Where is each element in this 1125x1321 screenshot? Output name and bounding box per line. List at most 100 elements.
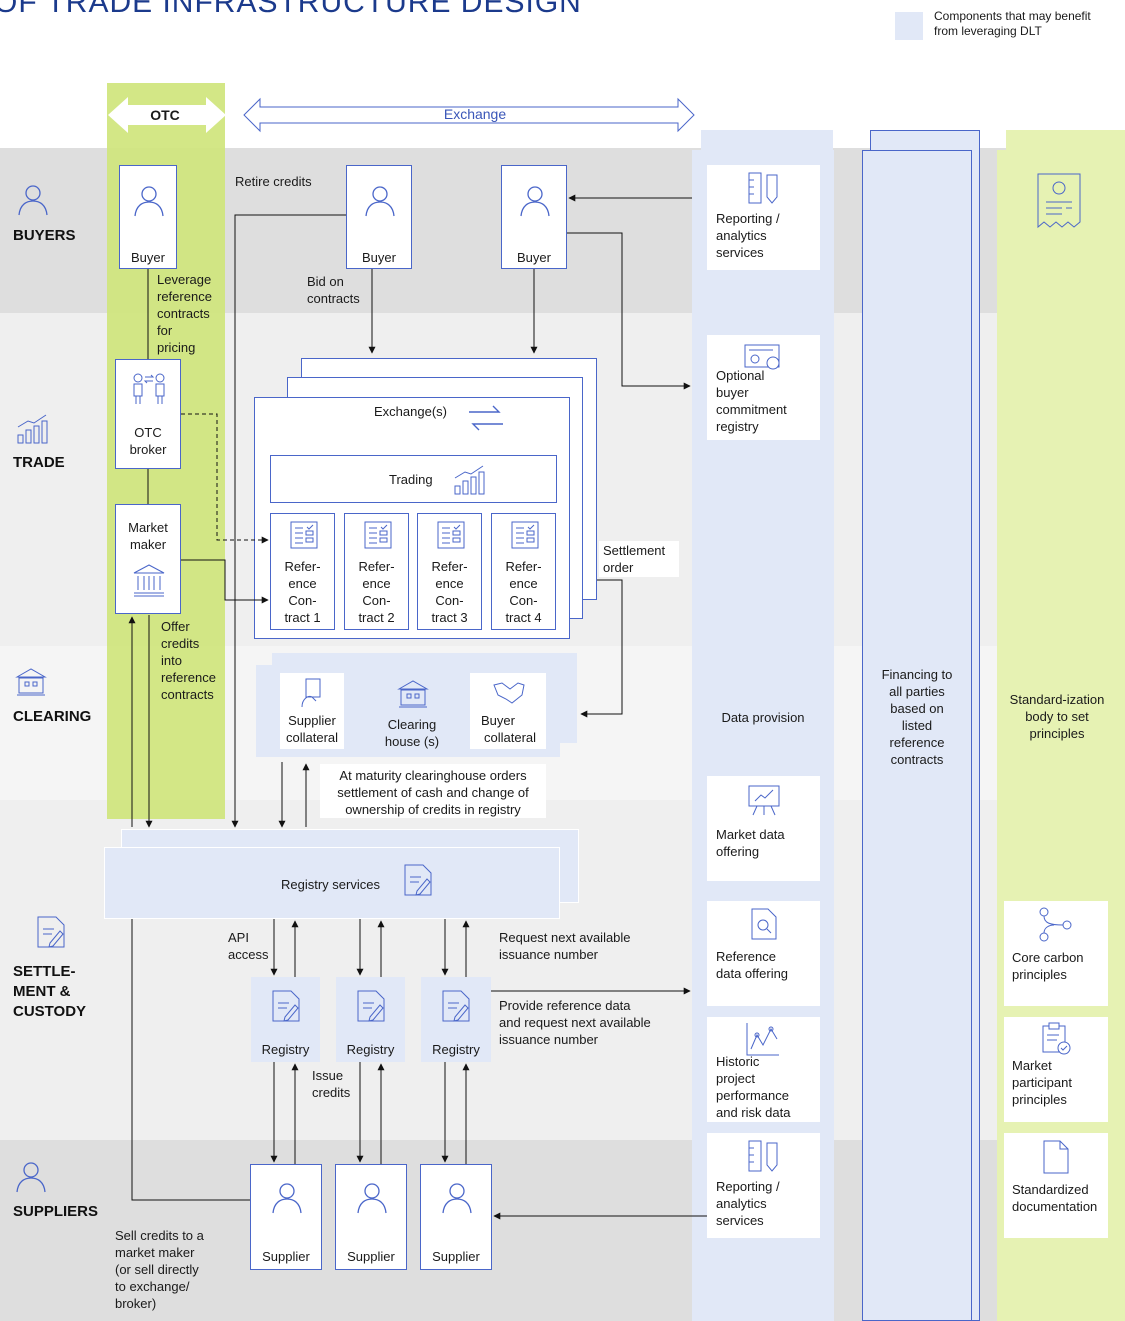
ruler-pencil-icon xyxy=(748,1140,778,1172)
offer-label: credits xyxy=(161,636,200,651)
leverage-label: Leverage xyxy=(157,272,212,287)
provide-label: issuance number xyxy=(499,1032,598,1047)
core-carbon-card[interactable]: Core carbon principles xyxy=(1004,901,1108,1006)
registry-box-2[interactable]: Registry xyxy=(336,977,405,1062)
trading-box[interactable]: Trading xyxy=(270,455,557,503)
reference-contract-3[interactable]: Refer- ence Con- tract 3 xyxy=(417,513,482,630)
standardization-label: body to set xyxy=(1025,709,1089,724)
market-maker-box[interactable]: Market maker xyxy=(115,504,181,614)
contract-icon xyxy=(364,521,392,549)
document-edit-icon xyxy=(357,990,385,1022)
supplier-box-3[interactable]: Supplier xyxy=(420,1164,492,1270)
network-node-icon xyxy=(1039,907,1072,942)
buyer-label: Buyer xyxy=(131,250,165,265)
supplier-collateral-box[interactable]: Supplier collateral xyxy=(280,673,344,749)
handshake-icon xyxy=(493,682,525,704)
bank-icon xyxy=(397,680,429,708)
bank-icon xyxy=(133,564,165,597)
registry-box-3[interactable]: Registry xyxy=(421,977,491,1062)
contract-label: tract 1 xyxy=(284,610,321,625)
optional-registry-card[interactable]: Optional buyer commitment registry xyxy=(707,335,820,440)
sell-credits-label: broker) xyxy=(115,1296,157,1311)
request-label: Request next available xyxy=(499,930,631,945)
contract-label: Con- xyxy=(435,593,464,608)
legend-text: Components that may benefit xyxy=(934,9,1091,23)
person-icon xyxy=(357,1183,387,1214)
registry-services-box[interactable]: Registry services xyxy=(104,847,560,919)
supplier-box-1[interactable]: Supplier xyxy=(250,1164,322,1270)
person-icon xyxy=(520,186,550,217)
certificate-icon xyxy=(744,344,780,370)
registry-box-1[interactable]: Registry xyxy=(251,977,320,1062)
document-search-icon xyxy=(751,908,777,940)
core-carbon-label: principles xyxy=(1012,967,1067,982)
reporting-card-top[interactable]: Reporting / analytics services xyxy=(707,165,820,270)
contract-label: Refer- xyxy=(284,559,321,574)
reporting-label: services xyxy=(716,1213,764,1228)
buyer-box-otc[interactable]: Buyer xyxy=(119,165,177,269)
clearing-box[interactable]: Supplier collateral Clearing house (s) B… xyxy=(256,665,560,757)
reference-contract-4[interactable]: Refer- ence Con- tract 4 xyxy=(491,513,556,630)
market-participant-label: Market xyxy=(1012,1058,1052,1073)
request-label: issuance number xyxy=(499,947,598,962)
contract-icon xyxy=(290,521,318,549)
contract-icon xyxy=(437,521,465,549)
exchange-label: Exchange xyxy=(443,106,507,122)
optional-label: buyer xyxy=(716,385,749,400)
settlement-order-label-bg xyxy=(599,541,679,577)
document-edit-icon xyxy=(272,990,300,1022)
reference-contract-1[interactable]: Refer- ence Con- tract 1 xyxy=(270,513,335,630)
exchange-arrow xyxy=(243,97,695,133)
market-participant-label: participant xyxy=(1012,1075,1072,1090)
registry-label: Registry xyxy=(346,1042,395,1057)
contract-label: tract 4 xyxy=(505,610,542,625)
otc-broker-label: OTC xyxy=(134,425,162,440)
financing-label: contracts xyxy=(890,752,944,767)
buyer-collateral-box[interactable]: Buyer collateral xyxy=(470,673,546,749)
reporting-card-bottom[interactable]: Reporting / analytics services xyxy=(707,1133,820,1238)
clearing-house-box[interactable]: Clearing house (s) xyxy=(376,673,448,751)
market-data-label: Market data xyxy=(716,827,785,842)
market-maker-label: Market xyxy=(128,520,168,535)
collateral-icon xyxy=(301,678,321,708)
otc-broker-box[interactable]: OTC broker xyxy=(115,359,181,469)
document-edit-icon xyxy=(37,916,65,948)
reporting-label: analytics xyxy=(716,1196,767,1211)
historic-data-card[interactable]: Historic project performance and risk da… xyxy=(707,1017,820,1122)
exchange-box[interactable]: Exchange(s) Trading Refer- ence Con- tra… xyxy=(254,397,570,639)
supplier-label: Supplier xyxy=(262,1249,310,1264)
leverage-label: pricing xyxy=(157,340,196,355)
reference-data-card[interactable]: Reference data offering xyxy=(707,901,820,1006)
reference-contract-2[interactable]: Refer- ence Con- tract 2 xyxy=(344,513,409,630)
lane-title-clearing: CLEARING xyxy=(13,708,92,725)
page-title: OF TRADE INFRASTRUCTURE DESIGN xyxy=(0,0,582,19)
contract-label: ence xyxy=(288,576,317,591)
contract-label: tract 2 xyxy=(358,610,395,625)
lane-title-buyers: BUYERS xyxy=(13,227,76,244)
financing-label: listed xyxy=(901,718,933,733)
market-maker-label: maker xyxy=(129,537,167,552)
leverage-label: contracts xyxy=(157,306,210,321)
reference-data-label: data offering xyxy=(716,966,789,981)
registry-services-label: Registry services xyxy=(281,877,380,892)
maturity-note-bg xyxy=(320,764,546,818)
lane-title-settlement: CUSTODY xyxy=(13,1003,87,1020)
offer-label: reference xyxy=(161,670,216,685)
standardized-doc-label: Standardized xyxy=(1012,1182,1089,1197)
market-data-card[interactable]: Market data offering xyxy=(707,776,820,881)
contract-label: Refer- xyxy=(358,559,395,574)
otc-broker-label: broker xyxy=(129,442,167,457)
supplier-box-2[interactable]: Supplier xyxy=(335,1164,407,1270)
otc-arrow xyxy=(108,97,226,133)
offer-label: into xyxy=(161,653,182,668)
contract-label: tract 3 xyxy=(431,610,468,625)
standardized-doc-card[interactable]: Standardized documentation xyxy=(1004,1133,1108,1238)
standardization-label: Standard-ization xyxy=(1009,692,1105,707)
contract-label: Con- xyxy=(288,593,317,608)
buyer-box-retire[interactable]: Buyer xyxy=(346,165,412,269)
buyer-box-exchange[interactable]: Buyer xyxy=(501,165,567,269)
sell-credits-label: (or sell directly xyxy=(115,1262,199,1277)
market-participant-card[interactable]: Market participant principles xyxy=(1004,1017,1108,1122)
leverage-label: reference xyxy=(157,289,212,304)
ruler-pencil-icon xyxy=(748,172,778,204)
